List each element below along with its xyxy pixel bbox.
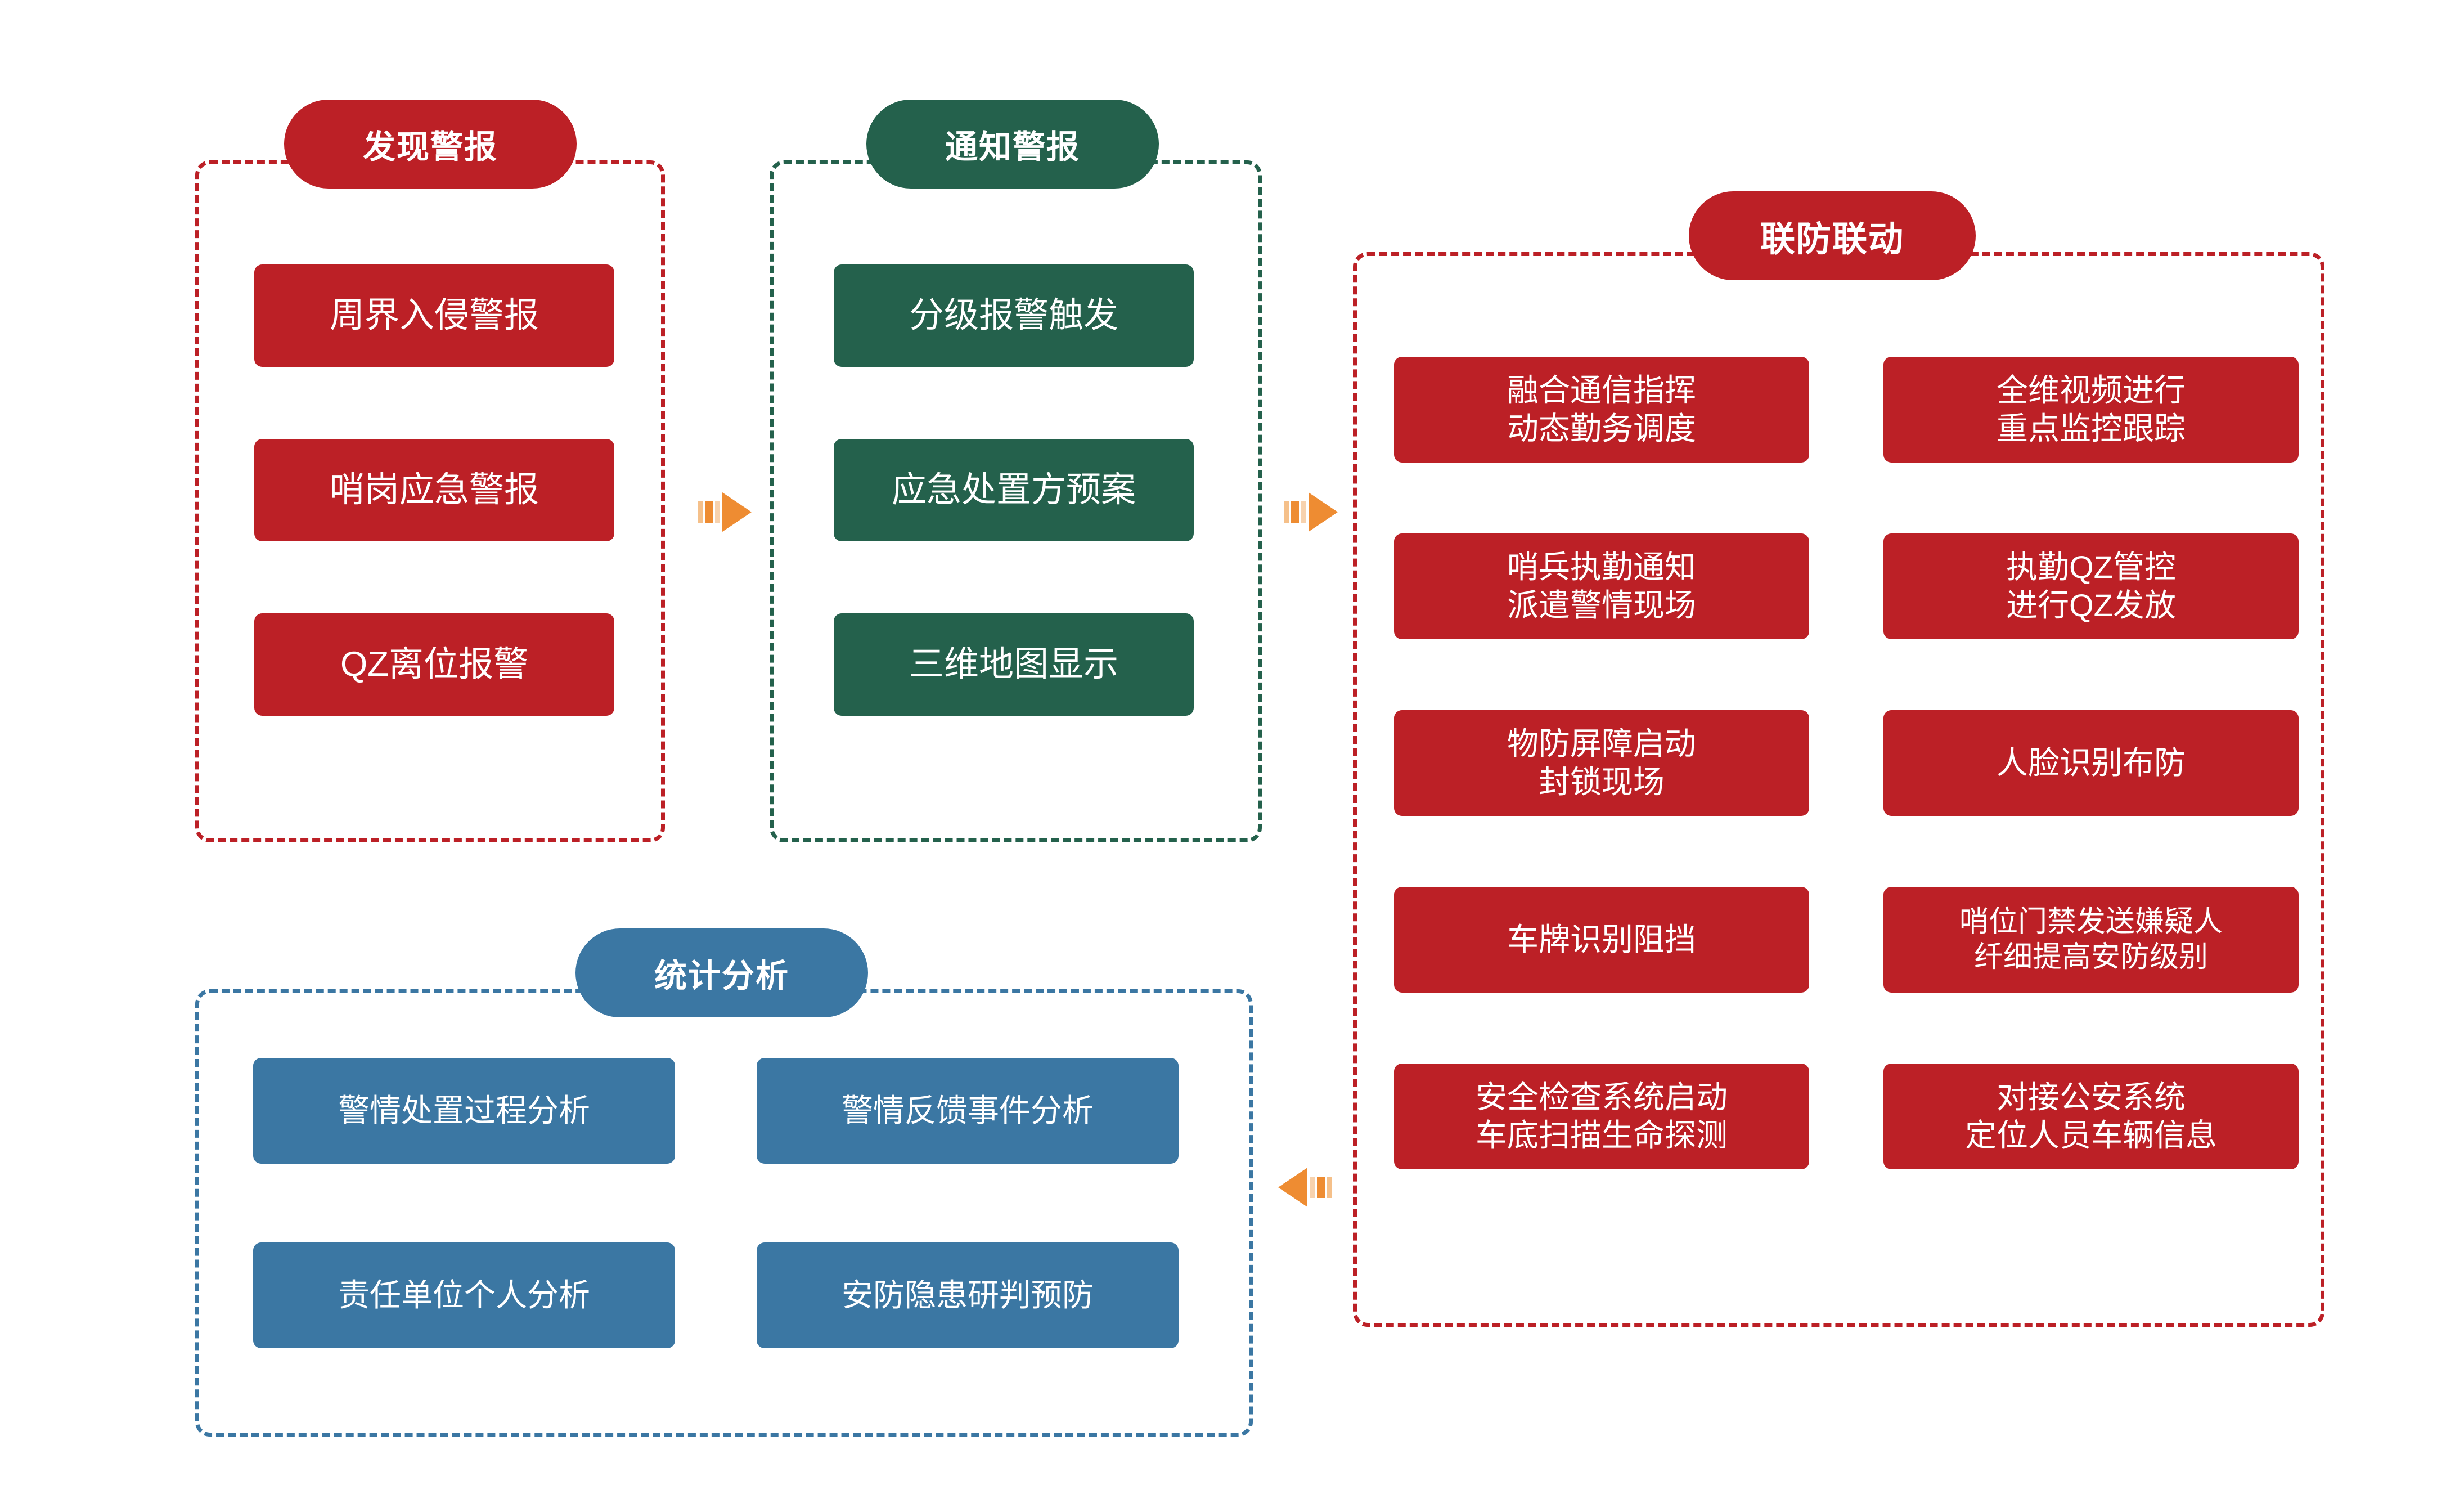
arrow-discover-to-notify <box>695 481 757 543</box>
panel-header-notify: 通知警报 <box>866 100 1159 189</box>
item-discover-1[interactable]: 哨岗应急警报 <box>254 439 614 541</box>
item-joint-right-2[interactable]: 人脸识别布防 <box>1883 710 2299 816</box>
item-joint-left-0-line2: 动态勤务调度 <box>1507 411 1696 446</box>
item-joint-right-1[interactable]: 执勤QZ管控 进行QZ发放 <box>1883 533 2299 639</box>
panel-header-notify-label: 通知警报 <box>945 129 1080 165</box>
item-joint-left-1[interactable]: 哨兵执勤通知 派遣警情现场 <box>1394 533 1809 639</box>
item-joint-left-1-line1: 哨兵执勤通知 <box>1507 549 1696 585</box>
item-discover-0-label: 周界入侵警报 <box>329 296 539 335</box>
panel-header-discover: 发现警报 <box>284 100 577 189</box>
item-joint-right-3-line2: 纤细提高安防级别 <box>1973 941 2208 973</box>
item-joint-left-4-line1: 安全检查系统启动 <box>1476 1079 1728 1115</box>
item-joint-left-0[interactable]: 融合通信指挥 动态勤务调度 <box>1394 357 1809 463</box>
item-joint-right-1-line1: 执勤QZ管控 <box>2006 549 2176 585</box>
item-statistics-0[interactable]: 警情处置过程分析 <box>253 1058 675 1164</box>
panel-frame-statistics <box>195 989 1253 1437</box>
item-joint-right-0[interactable]: 全维视频进行 重点监控跟踪 <box>1883 357 2299 463</box>
item-joint-right-4-line2: 定位人员车辆信息 <box>1965 1118 2217 1153</box>
item-notify-1-label: 应急处置方预案 <box>891 470 1136 510</box>
item-statistics-3[interactable]: 安防隐患研判预防 <box>757 1242 1179 1348</box>
item-notify-2[interactable]: 三维地图显示 <box>834 613 1194 716</box>
item-joint-right-0-line2: 重点监控跟踪 <box>1997 411 2186 446</box>
panel-header-statistics: 统计分析 <box>575 928 868 1017</box>
item-notify-0[interactable]: 分级报警触发 <box>834 264 1194 367</box>
item-discover-2-label: QZ离位报警 <box>340 645 529 684</box>
item-joint-left-1-line2: 派遣警情现场 <box>1507 587 1696 623</box>
item-notify-1[interactable]: 应急处置方预案 <box>834 439 1194 541</box>
item-joint-left-0-line1: 融合通信指挥 <box>1507 372 1696 408</box>
panel-header-joint-defense: 联防联动 <box>1689 191 1976 280</box>
item-joint-right-4[interactable]: 对接公安系统 定位人员车辆信息 <box>1883 1064 2299 1169</box>
item-discover-0[interactable]: 周界入侵警报 <box>254 264 614 367</box>
arrow-left-icon <box>1278 1168 1332 1207</box>
item-joint-left-2-line2: 封锁现场 <box>1539 764 1665 800</box>
item-joint-left-4-line2: 车底扫描生命探测 <box>1476 1118 1728 1153</box>
item-discover-2[interactable]: QZ离位报警 <box>254 613 614 716</box>
panel-header-joint-defense-label: 联防联动 <box>1760 220 1904 259</box>
item-notify-0-label: 分级报警触发 <box>909 296 1118 335</box>
item-statistics-1[interactable]: 警情反馈事件分析 <box>757 1058 1179 1164</box>
arrow-right-icon <box>698 492 752 532</box>
item-notify-2-label: 三维地图显示 <box>909 645 1118 684</box>
item-joint-left-2[interactable]: 物防屏障启动 封锁现场 <box>1394 710 1809 816</box>
arrow-joint-to-statistics <box>1273 1156 1334 1218</box>
item-joint-right-2-line1: 人脸识别布防 <box>1997 744 2186 780</box>
arrow-right-icon <box>1284 492 1338 532</box>
item-joint-left-3-line1: 车牌识别阻挡 <box>1507 921 1696 957</box>
item-joint-right-3[interactable]: 哨位门禁发送嫌疑人 纤细提高安防级别 <box>1883 887 2299 993</box>
item-joint-right-4-line1: 对接公安系统 <box>1997 1079 2186 1115</box>
item-statistics-2[interactable]: 责任单位个人分析 <box>253 1242 675 1348</box>
panel-header-statistics-label: 统计分析 <box>654 958 789 994</box>
panel-header-discover-label: 发现警报 <box>362 129 498 165</box>
item-joint-right-1-line2: 进行QZ发放 <box>2006 587 2176 623</box>
item-discover-1-label: 哨岗应急警报 <box>329 470 539 510</box>
item-joint-left-3[interactable]: 车牌识别阻挡 <box>1394 887 1809 993</box>
item-joint-left-4[interactable]: 安全检查系统启动 车底扫描生命探测 <box>1394 1064 1809 1169</box>
item-statistics-3-label: 安防隐患研判预防 <box>842 1277 1094 1313</box>
item-statistics-1-label: 警情反馈事件分析 <box>842 1092 1094 1128</box>
item-joint-right-0-line1: 全维视频进行 <box>1997 372 2186 408</box>
item-statistics-0-label: 警情处置过程分析 <box>338 1092 590 1128</box>
item-statistics-2-label: 责任单位个人分析 <box>338 1277 590 1313</box>
item-joint-right-3-line1: 哨位门禁发送嫌疑人 <box>1959 905 2223 938</box>
arrow-notify-to-joint <box>1282 481 1343 543</box>
item-joint-left-2-line1: 物防屏障启动 <box>1507 725 1696 761</box>
